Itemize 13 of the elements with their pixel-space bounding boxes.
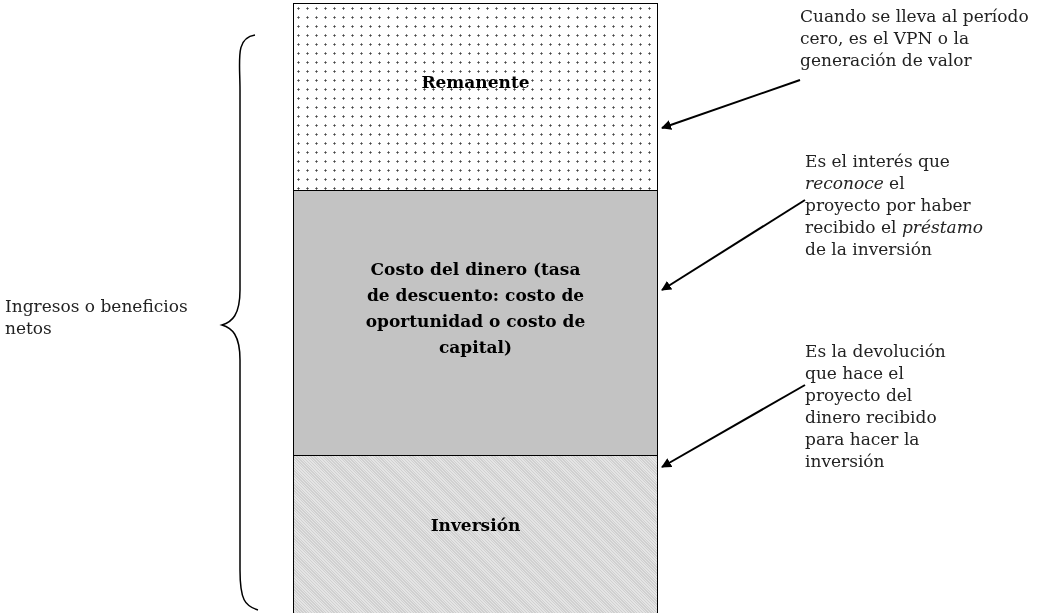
segment-label: Costo del dinero (tasa de descuento: costo de oportunidad o costo de capital) <box>365 259 586 357</box>
arrow <box>661 384 806 468</box>
brace-label: Ingresos o beneficios netos <box>5 295 189 339</box>
bar-segment <box>293 3 658 191</box>
segment-label: Inversión <box>430 515 521 535</box>
bar-segment <box>293 190 658 456</box>
callout-text: Es la devolución que hace el proyecto del dinero recibido para hacer la inversión <box>805 340 955 472</box>
segment-label: Remanente <box>421 72 530 92</box>
arrow <box>661 79 801 130</box>
callout-text: Es el interés que reconoce el proyecto por haber recibido el préstamo de la inversión <box>805 150 985 260</box>
bar-segment <box>293 455 658 613</box>
arrow <box>661 199 806 291</box>
callout-text: Cuando se lleva al período cero, es el VPN o la generación de valor <box>800 5 1050 71</box>
